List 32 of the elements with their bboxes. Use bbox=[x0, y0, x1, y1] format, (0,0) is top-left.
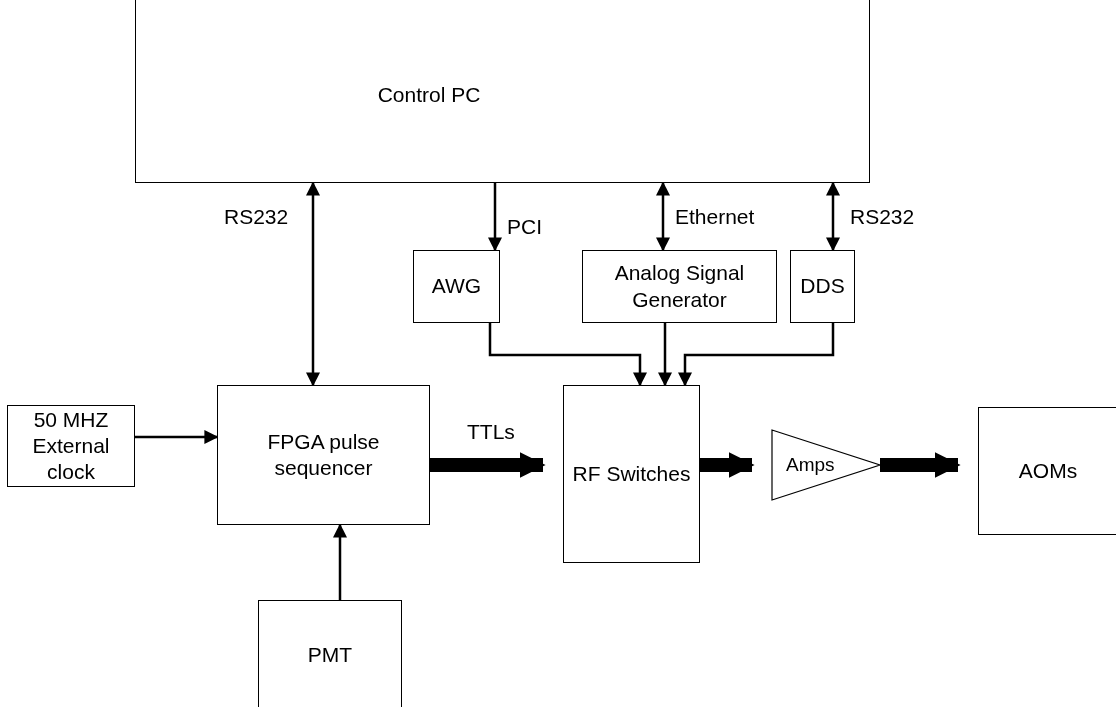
node-label: PMT bbox=[307, 641, 353, 668]
detector-box bbox=[258, 600, 402, 707]
arrow bbox=[656, 181, 670, 252]
arrow bbox=[488, 323, 647, 387]
node-label: FPGA pulse sequencer bbox=[266, 428, 381, 481]
thick-arrow bbox=[700, 452, 755, 478]
node-label: Control PC bbox=[377, 82, 481, 109]
device-box bbox=[413, 250, 500, 323]
amplifier-triangle bbox=[772, 430, 880, 500]
arrow bbox=[135, 430, 219, 444]
arrow bbox=[658, 323, 672, 387]
arrow bbox=[333, 523, 347, 600]
node-label: Amps bbox=[786, 453, 835, 477]
node-label: DDS bbox=[800, 273, 845, 300]
arrow bbox=[488, 183, 502, 252]
pc-box bbox=[135, 0, 870, 183]
thick-arrow bbox=[430, 452, 546, 478]
arrow bbox=[306, 181, 320, 387]
node-label: Analog Signal Generator bbox=[613, 260, 746, 313]
node-label: AOMs bbox=[1018, 457, 1078, 484]
process-box bbox=[217, 385, 430, 525]
arrow bbox=[826, 181, 840, 252]
device-box bbox=[790, 250, 855, 323]
node-label: AWG bbox=[431, 273, 482, 300]
process-box bbox=[563, 385, 700, 563]
arrow bbox=[678, 323, 835, 387]
thick-arrow bbox=[880, 452, 961, 478]
node-label: RF Switches bbox=[572, 460, 691, 487]
clock-box bbox=[7, 405, 135, 487]
node-label: 50 MHZ External clock bbox=[31, 406, 111, 486]
device-box bbox=[978, 407, 1116, 535]
device-box bbox=[582, 250, 777, 323]
